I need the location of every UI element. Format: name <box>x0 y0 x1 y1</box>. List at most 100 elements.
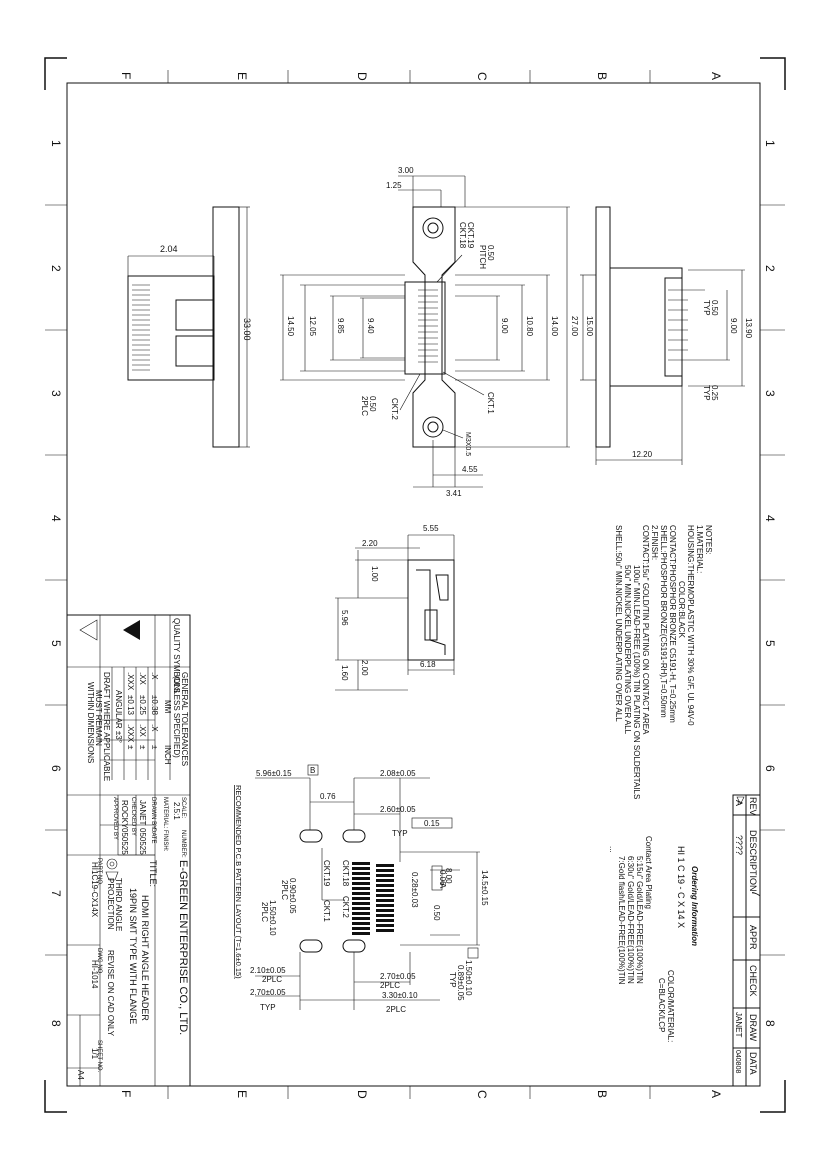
pcb-dim: TYP <box>260 1003 276 1012</box>
ordering-plating-title: Contact Area Plating <box>644 836 653 909</box>
zone-letter-e-bottom: E <box>235 1090 249 1098</box>
date-label: DATE <box>150 828 156 844</box>
zone-number-8-left: 8 <box>49 1020 63 1027</box>
angular-tol: ANGULAR ±3° <box>114 690 123 743</box>
pcb-dim: 1.50±0.10 <box>268 900 277 936</box>
zone-letter-e-top: E <box>235 72 249 80</box>
right-dim-12-20: 12.20 <box>632 450 653 459</box>
revise-note: REVISE ON CAD ONLY <box>106 950 115 1037</box>
sheet-frame: F E D C B A F E D C B A 1 2 3 4 5 6 7 8 … <box>44 57 786 1113</box>
right-label-typ-2: TYP <box>702 385 711 401</box>
side-dim-2-00: 2.00 <box>360 660 369 676</box>
pcb-dim: 0.76 <box>320 792 336 801</box>
left-dim-33-00: 33.00 <box>242 318 252 341</box>
note-line: COLOR:BLACK <box>677 581 686 639</box>
pcb-dim: 0.90±0.05 <box>288 878 297 914</box>
tol-col-mm: MM <box>163 700 172 714</box>
zone-letter-b-top: B <box>595 72 609 80</box>
front-dim-3-00: 3.00 <box>398 166 414 175</box>
company-name: E-GREEN ENTERPRISE CO., LTD. <box>177 860 189 1035</box>
ordering-color-1: COLOR/MATERIAL: <box>666 970 675 1042</box>
ordering-plating-line: 5:15u" Gold/LEAD-FREE(100%)TIN <box>635 856 644 984</box>
rev-data-header: DATA <box>748 1052 758 1075</box>
pcb-dim: TYP <box>448 972 457 988</box>
front-dim-0-50-2plc: 0.50 <box>368 396 377 412</box>
pcb-dim: B <box>310 766 315 775</box>
tol-row-a: .X <box>150 672 159 680</box>
side-section-view: 5.55 2.20 1.00 5.96 2.00 1.60 6.18 <box>335 524 455 691</box>
ordering-plating-line: ... <box>608 846 617 853</box>
dwg-no: HI-1014 <box>90 960 99 989</box>
pcb-dim: 1.50±0.10 <box>464 960 473 996</box>
pcb-layout: RECOMMENDED P.C.B PATTERN LAYOUT (T=1.6±… <box>234 764 489 1014</box>
front-view: 3.00 1.25 CKT.19 CKT.18 0.50 PITCH 14.50… <box>280 166 579 498</box>
material-label: MATERIAL: <box>162 797 168 829</box>
front-dim-3-41: 3.41 <box>446 489 462 498</box>
side-dim-1-00: 1.00 <box>370 566 379 582</box>
zone-number-7-left: 7 <box>49 890 63 897</box>
finish-label: FINISH: <box>162 830 168 852</box>
title-line-2: 19PIN SMT TYPE WITH FLANGE <box>128 888 138 1024</box>
zone-number-1-left: 1 <box>49 140 63 147</box>
ordering-plating-line: 7:Gold flash/LEAD-FREE(100%)TIN <box>617 856 626 985</box>
rev-value: A <box>734 800 744 806</box>
right-label-typ-1: TYP <box>702 300 711 316</box>
drawn-label: DRAWN BY <box>150 797 156 829</box>
right-dim-15-00: 15.00 <box>585 316 594 337</box>
pcb-dim: 0.15 <box>424 819 440 828</box>
pcb-dim: 0.50 <box>432 905 441 921</box>
pcb-dim: 2.70±0.05 <box>380 972 416 981</box>
number-label: NUMBER: <box>180 830 186 858</box>
note-line: SHELL:PHOSPHOR BRONZE(C5191-RH),T=0.50mm <box>659 525 668 718</box>
front-dim-10-80: 10.80 <box>525 316 534 337</box>
tol-row-c: .XXX <box>126 724 135 743</box>
note-line: 100u" MIN.LEAD-FREE (100%) TIN PLATING O… <box>632 565 641 799</box>
side-dim-5-96: 5.96 <box>340 610 349 626</box>
zone-number-2-left: 2 <box>49 265 63 272</box>
quality-triangle-icon <box>123 620 140 640</box>
right-view: 15.00 0.50 TYP 9.00 13.90 0.25 TYP 12.20 <box>580 206 753 465</box>
front-dim-27-00: 27.00 <box>570 316 579 337</box>
front-dim-9-00: 9.00 <box>500 318 509 334</box>
draft-line-2: MUST REMAIN <box>94 690 103 746</box>
rev-appr-header: APPR <box>748 925 758 950</box>
front-label-2plc: 2PLC <box>360 396 369 416</box>
front-dim-0-50-pitch: 0.50 <box>486 245 495 261</box>
ordering-title: Ordering Information <box>690 866 699 946</box>
pcb-dim: 2.08±0.05 <box>380 769 416 778</box>
rev-draw-header: DRAW <box>748 1014 758 1042</box>
front-label-ckt2: CKT.2 <box>390 398 399 420</box>
sheet-label: SHEET NO. <box>96 1040 102 1073</box>
pcb-dim: 2PLC <box>380 981 400 990</box>
part-label: PART NO. <box>96 858 102 886</box>
ordering-plating-line: 6:30u" Gold/LEAD-FREE(100%)TIN <box>626 856 635 984</box>
left-dim-2-04: 2.04 <box>160 244 178 254</box>
zone-letter-c-bottom: C <box>475 1090 489 1099</box>
revision-block: REV DESCRIPTION APPR CHECK DRAW DATA A ?… <box>732 794 761 1087</box>
front-dim-9-85: 9.85 <box>336 318 345 334</box>
checked-label: CHECKED BY <box>130 797 136 836</box>
zone-number-6-left: 6 <box>49 765 63 772</box>
front-label-ckt1: CKT.1 <box>486 392 495 414</box>
note-line: SHELL:50u" MIN.NICKEL UNDERPLATING OVER … <box>614 525 623 722</box>
rev-draw-value: JANET <box>734 1012 743 1037</box>
front-label-m3x0-5: M3X0.5 <box>464 432 471 456</box>
gen-tol-1: GENERAL TOLERANCES <box>180 672 189 766</box>
scale-label: SCALE: <box>180 797 186 819</box>
zone-number-7-right: 7 <box>749 890 763 897</box>
draft-line-3: WITHIN DIMENSIONS <box>86 682 95 763</box>
zone-letter-b-bottom: B <box>595 1090 609 1098</box>
zone-number-3-left: 3 <box>49 390 63 397</box>
right-dim-13-90: 13.90 <box>744 318 753 339</box>
projection-symbol-icon <box>105 858 119 881</box>
notes-block: NOTES: 1.MATERIAL: HOUSING:THERMOPLASTIC… <box>614 525 713 799</box>
pcb-dim: CKT.19 <box>322 860 331 887</box>
quality-outline-triangle-icon <box>79 619 98 641</box>
tol-row-d: ± <box>138 745 147 750</box>
front-label-ckt19: CKT.19 <box>466 222 475 249</box>
tol-col-inch: INCH <box>163 745 172 765</box>
ordering-code: HI 1 C 19 - C X 14 X <box>676 846 686 928</box>
tol-row-d: ± <box>150 745 159 750</box>
note-line: NOTES: <box>704 525 713 555</box>
